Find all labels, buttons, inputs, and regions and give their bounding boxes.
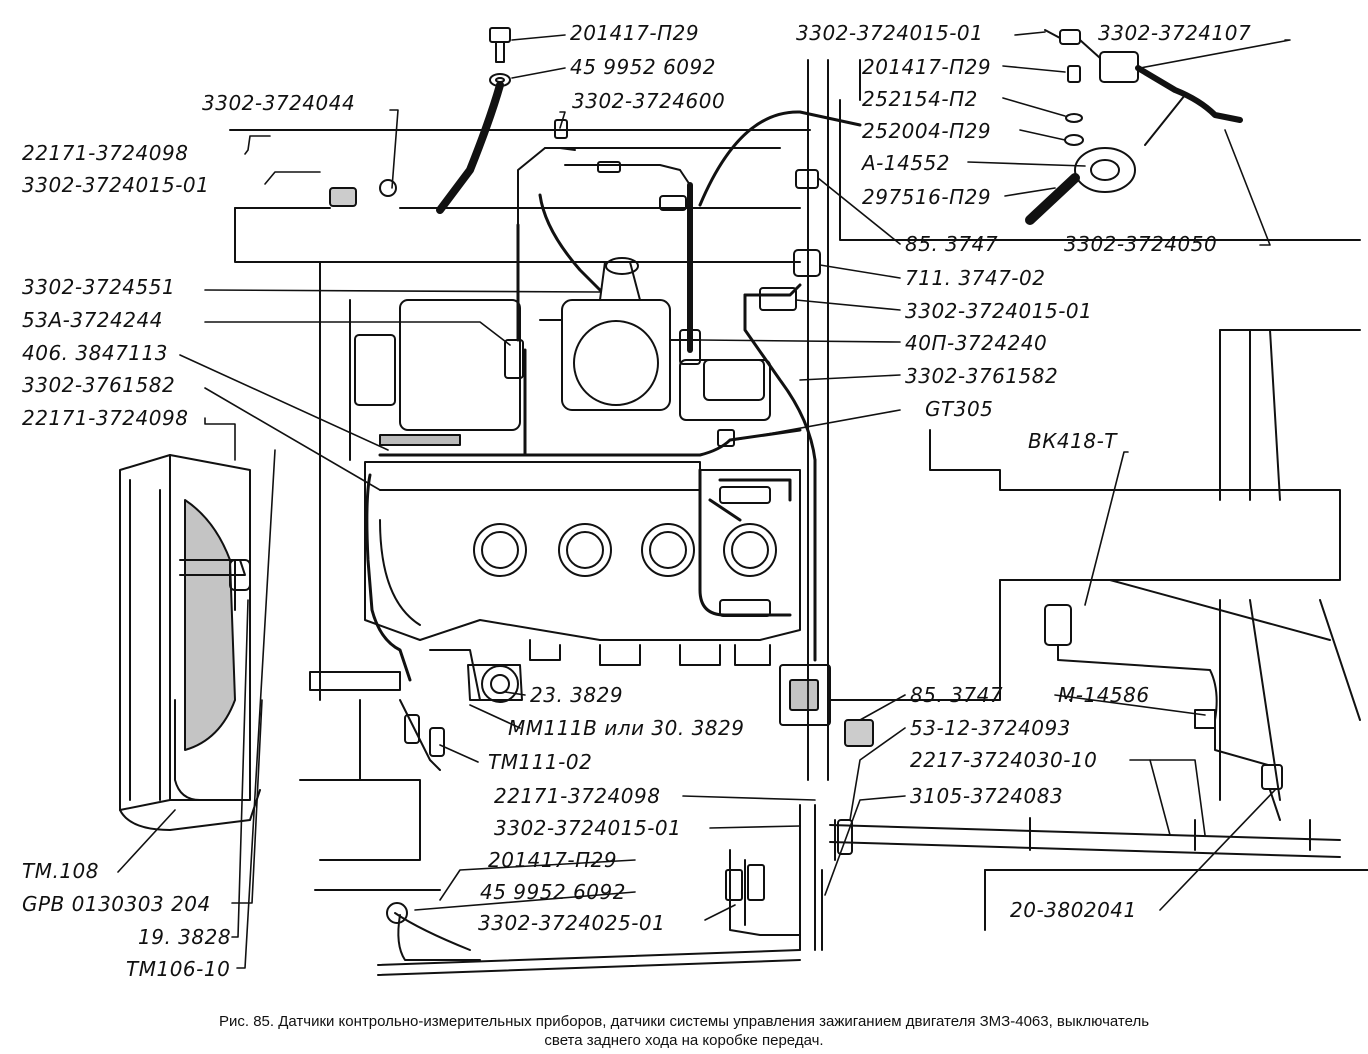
label-washer-252154-p2: 252154-П2	[862, 87, 978, 111]
label-harness-22171-3724098-top: 22171-3724098	[22, 141, 189, 165]
label-part-3302-3724044: 3302-3724044	[202, 91, 356, 115]
label-top-washer: 45 9952 6092	[570, 55, 716, 79]
label-part-40p-3724240: 40П-3724240	[905, 331, 1048, 355]
label-relay-85-3747-bottom: 85. 3747	[910, 683, 1004, 707]
label-top-bolt: 201417-П29	[570, 21, 700, 45]
alternator-bracket	[354, 299, 524, 446]
label-harness-22171-3724098-left: 22171-3724098	[22, 406, 189, 430]
label-bolt-201417-p29-bottom: 201417-П29	[488, 848, 618, 872]
label-switch-vk418-t: ВК418-Т	[1028, 429, 1118, 453]
body-frame	[229, 59, 1361, 781]
label-part-3302-3761582-left: 3302-3761582	[22, 373, 176, 397]
label-sensor-tm106-10: ТМ106-10	[126, 957, 231, 981]
label-sensor-tm108: ТМ.108	[22, 859, 100, 883]
label-part-53-12-3724093: 53-12-3724093	[910, 716, 1071, 740]
throttle-housing	[539, 257, 771, 421]
temp-sensor-top-right	[1025, 29, 1243, 225]
harness-connectors	[329, 119, 821, 617]
label-sensor-23-3829: 23. 3829	[530, 683, 624, 707]
label-bolt-201417-p29-right: 201417-П29	[862, 55, 992, 79]
label-plug-3302-3724015-01-top: 3302-3724015-01	[796, 21, 984, 45]
frame-rail	[829, 709, 1368, 931]
label-washer-bottom: 45 9952 6092	[480, 880, 626, 904]
label-sensor-tm111-02: ТМ111-02	[488, 750, 593, 774]
ground-cable	[299, 699, 801, 976]
caption-line-1: Рис. 85. Датчики контрольно-измерительны…	[218, 1013, 1150, 1030]
caption-line-2: света заднего хода на коробке передач.	[544, 1032, 824, 1049]
label-part-20-3802041: 20-3802041	[1010, 898, 1137, 922]
top-pipes	[436, 81, 862, 353]
label-sensor-mm111v: ММ111В или 30. 3829	[508, 716, 745, 740]
label-part-m-14586: М-14586	[1058, 683, 1150, 707]
engine-block	[364, 461, 801, 666]
label-sensor-gt305: GT305	[925, 397, 994, 421]
label-part-3302-3761582-right: 3302-3761582	[905, 364, 1059, 388]
connector-block	[725, 664, 874, 951]
oil-sensors	[309, 649, 523, 771]
label-harness-22171-3724098-bottom: 22171-3724098	[494, 784, 661, 808]
label-plug-3302-3724015-01-mid: 3302-3724015-01	[905, 299, 1093, 323]
label-part-3302-3724025-01: 3302-3724025-01	[478, 911, 666, 935]
label-sensor-a-14552: А-14552	[862, 151, 951, 175]
label-part-406-3847113: 406. 3847113	[22, 341, 168, 365]
label-part-3302-3724551: 3302-3724551	[22, 275, 176, 299]
radiator-fan-assembly	[119, 454, 261, 831]
leader-lines	[117, 31, 1291, 969]
figure-caption: Рис. 85. Датчики контрольно-измерительны…	[40, 1012, 1328, 1050]
label-sensor-19-3828: 19. 3828	[138, 925, 232, 949]
label-plug-3302-3724015-01-bottom: 3302-3724015-01	[494, 816, 682, 840]
label-part-3105-3724083: 3105-3724083	[910, 784, 1064, 808]
label-sensor-gpb: GPB 0130303 204	[22, 892, 211, 916]
label-part-2217-3724030-10: 2217-3724030-10	[910, 748, 1098, 772]
label-part-297516-p29: 297516-П29	[862, 185, 992, 209]
label-relay-711-3747-02: 711. 3747-02	[905, 266, 1046, 290]
label-part-3302-3724600: 3302-3724600	[572, 89, 726, 113]
top-bolt	[489, 27, 511, 87]
label-part-3302-3724050: 3302-3724050	[1064, 232, 1218, 256]
label-part-53a-3724244: 53А-3724244	[22, 308, 163, 332]
label-plug-3302-3724015-01-left: 3302-3724015-01	[22, 173, 210, 197]
wiring-harness	[365, 193, 817, 682]
label-washer-252004-p29: 252004-П29	[862, 119, 992, 143]
label-harness-3302-3724107: 3302-3724107	[1098, 21, 1252, 45]
label-relay-85-3747-top: 85. 3747	[905, 232, 999, 256]
